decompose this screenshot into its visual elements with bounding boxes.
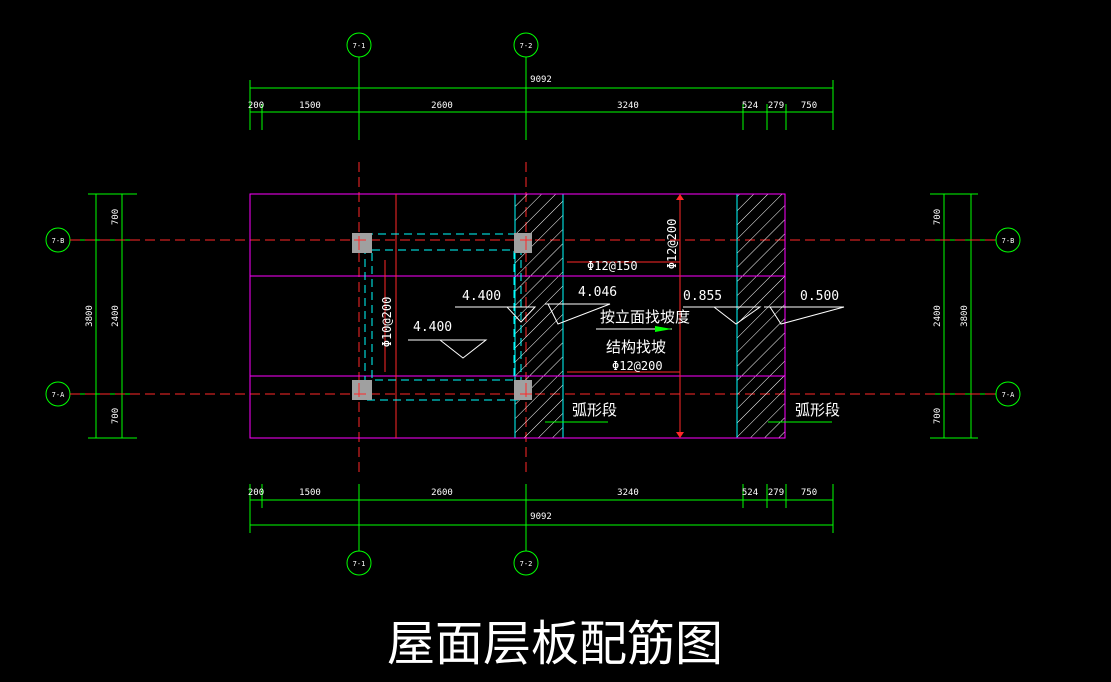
axis-bubble-bottom-7-1: 7-1: [346, 484, 372, 576]
note-arc-left: 弧形段: [572, 401, 617, 419]
left-dimensions: 3800 2400 700 700: [70, 193, 137, 439]
svg-text:200: 200: [248, 101, 264, 111]
svg-text:750: 750: [801, 101, 817, 111]
axis-bubble-top-7-1: 7-1: [346, 32, 372, 140]
svg-text:524: 524: [742, 488, 758, 498]
bottom-total-dim: 9092: [530, 512, 552, 522]
elevation-marker-5: 0.500: [764, 289, 845, 325]
axis-bubble-left-7-A: 7-A: [45, 381, 71, 407]
arc-segment-right: [736, 193, 786, 439]
arc-segment-left: [514, 193, 564, 439]
top-dimensions: 9092 200 1500 2600 3240 524 279 750: [248, 75, 834, 130]
svg-text:3240: 3240: [617, 488, 639, 498]
svg-text:700: 700: [111, 209, 121, 225]
axis-bubble-top-7-2: 7-2: [513, 32, 539, 140]
svg-text:700: 700: [111, 408, 121, 424]
svg-text:2600: 2600: [431, 488, 453, 498]
axis-bubble-right-7-B: 7-B: [995, 227, 1021, 253]
note-arc-right: 弧形段: [795, 401, 840, 419]
rebar-top-mid: Φ12@150: [587, 259, 638, 273]
note-slope-by-elevation: 按立面找坡度: [600, 308, 690, 326]
svg-text:7-1: 7-1: [353, 560, 366, 568]
svg-text:700: 700: [933, 209, 943, 225]
svg-text:700: 700: [933, 408, 943, 424]
axis-bubble-right-7-A: 7-A: [995, 381, 1021, 407]
axis-bubble-bottom-7-2: 7-2: [513, 484, 539, 576]
elevation-marker-3: 4.046: [545, 285, 617, 325]
bottom-dimensions: 200 1500 2600 3240 524 279 750 9092: [248, 484, 834, 533]
rebar-bottom-mid: Φ12@200: [612, 359, 663, 373]
axis-bubble-left-7-B: 7-B: [45, 227, 71, 253]
beam-dashed: [364, 233, 522, 401]
svg-text:3240: 3240: [617, 101, 639, 111]
svg-text:4.400: 4.400: [462, 289, 501, 304]
svg-text:2600: 2600: [431, 101, 453, 111]
svg-text:2400: 2400: [933, 305, 943, 327]
elevation-marker-4: 0.855: [683, 289, 762, 325]
svg-text:3800: 3800: [960, 305, 970, 327]
elevation-marker-2: 4.400: [455, 289, 537, 323]
columns: [352, 233, 532, 400]
svg-text:2400: 2400: [111, 305, 121, 327]
note-structural-slope: 结构找坡: [606, 338, 666, 356]
svg-text:4.400: 4.400: [413, 320, 452, 335]
svg-text:3800: 3800: [85, 305, 95, 327]
svg-text:7-2: 7-2: [520, 560, 533, 568]
elevation-marker-1: 4.400: [408, 320, 488, 359]
svg-text:7-A: 7-A: [1002, 391, 1015, 399]
drawing-title: 屋面层板配筋图: [387, 616, 723, 672]
svg-text:1500: 1500: [299, 488, 321, 498]
svg-text:0.855: 0.855: [683, 289, 722, 304]
svg-text:0.500: 0.500: [800, 289, 839, 304]
rebar-vertical-right: Φ12@200: [665, 219, 679, 270]
svg-text:1500: 1500: [299, 101, 321, 111]
right-dimensions: 2400 3800 700 700: [930, 193, 996, 439]
svg-text:524: 524: [742, 101, 758, 111]
svg-text:279: 279: [768, 101, 784, 111]
svg-text:7-2: 7-2: [520, 42, 533, 50]
svg-text:200: 200: [248, 488, 264, 498]
svg-text:7-1: 7-1: [353, 42, 366, 50]
svg-text:7-B: 7-B: [1002, 237, 1015, 245]
svg-text:7-A: 7-A: [52, 391, 65, 399]
svg-text:750: 750: [801, 488, 817, 498]
svg-text:279: 279: [768, 488, 784, 498]
top-total-dim: 9092: [530, 75, 552, 85]
svg-text:7-B: 7-B: [52, 237, 65, 245]
rebar-left-slab: Φ10@200: [380, 297, 394, 348]
svg-text:4.046: 4.046: [578, 285, 617, 300]
rebar-lines: [384, 194, 684, 438]
